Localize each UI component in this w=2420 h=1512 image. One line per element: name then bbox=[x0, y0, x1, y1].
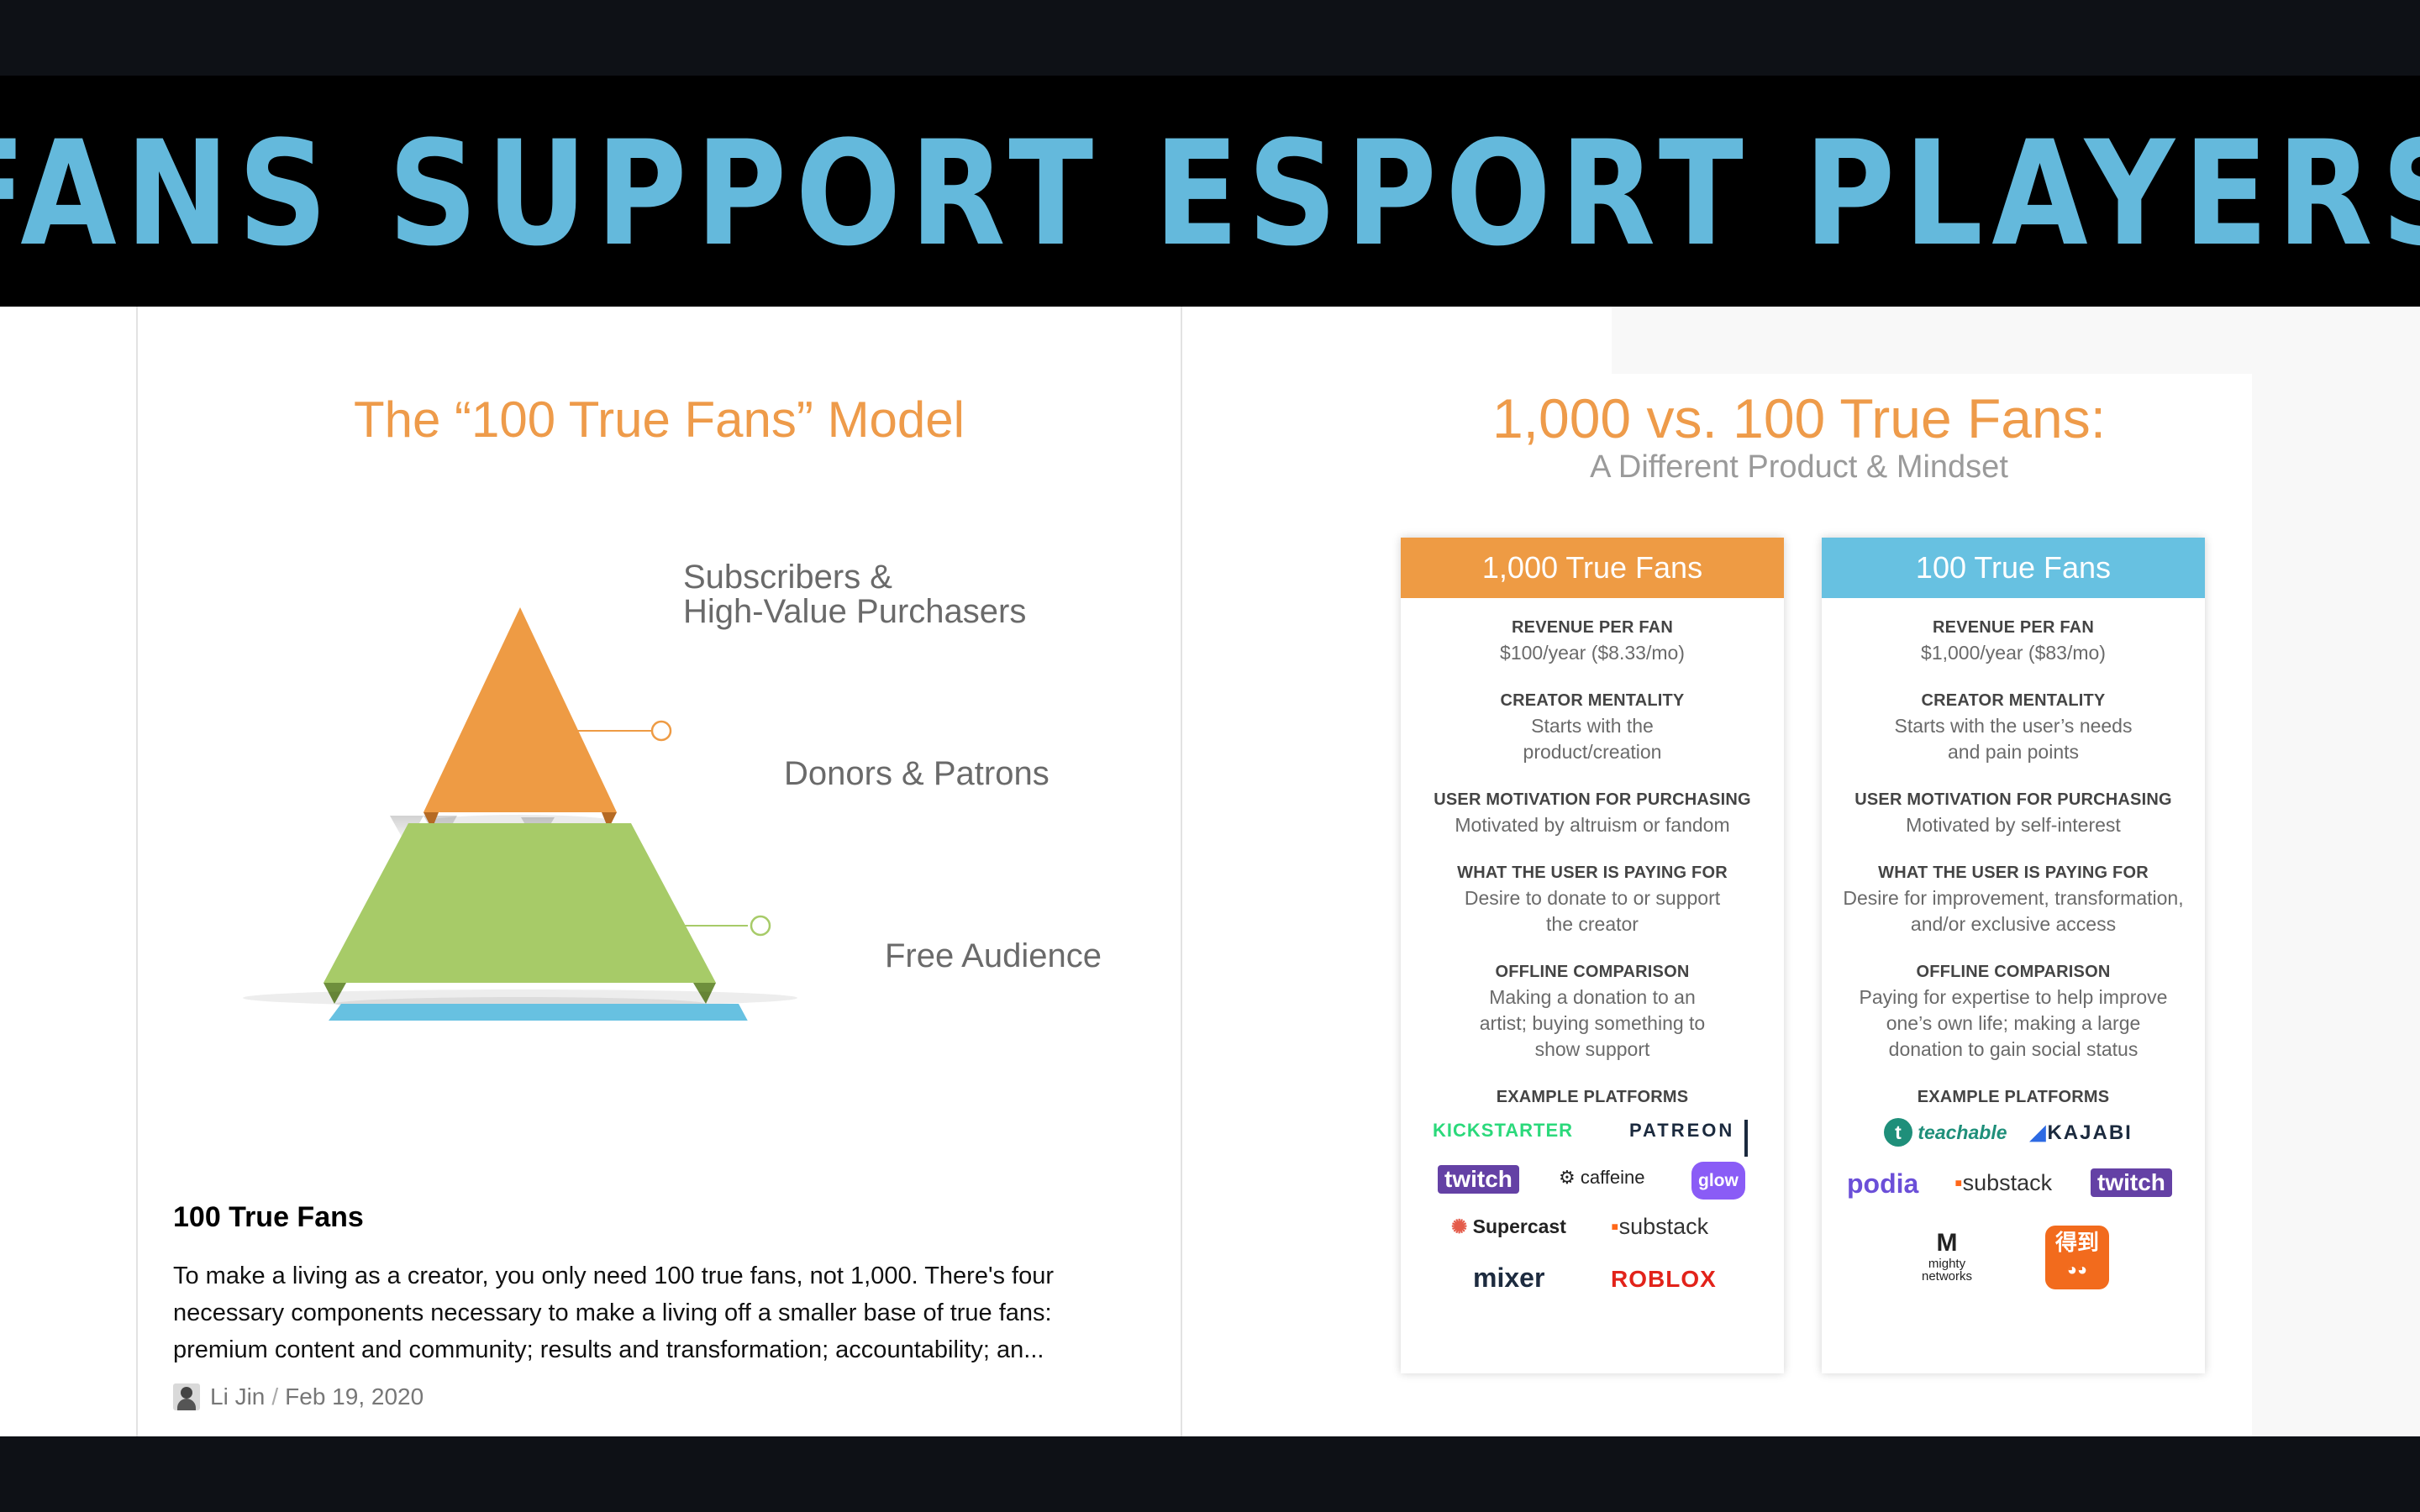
bottom-letterbox-bar bbox=[0, 1436, 2420, 1512]
connector-dot-middle bbox=[750, 915, 771, 937]
pyramid-middle bbox=[324, 823, 716, 983]
publish-date: Feb 19, 2020 bbox=[285, 1383, 424, 1410]
pyramid-label-bottom: Free Audience bbox=[885, 937, 1102, 974]
card-header: 1,000 True Fans bbox=[1401, 538, 1784, 598]
card-header: 100 True Fans bbox=[1822, 538, 2205, 598]
comparison-subtitle: A Different Product & Mindset bbox=[1590, 449, 2008, 485]
author-name[interactable]: Li Jin bbox=[210, 1383, 266, 1410]
article-meta: Li Jin / Feb 19, 2020 bbox=[173, 1383, 424, 1410]
kickstarter-logo: KICKSTARTER bbox=[1433, 1120, 1574, 1141]
title-banner: FANS SUPPORT ESPORT PLAYERS bbox=[0, 76, 2420, 307]
substack-logo: ▪substack bbox=[1611, 1214, 1709, 1239]
mixer-logo: mixer bbox=[1473, 1263, 1545, 1293]
article-description: To make a living as a creator, you only … bbox=[173, 1263, 1055, 1363]
connector-dot-top bbox=[650, 720, 672, 742]
twitch-logo: twitch bbox=[1438, 1165, 1519, 1194]
card-1000-true-fans: 1,000 True Fans REVENUE PER FAN$100/year… bbox=[1401, 538, 1784, 1373]
pyramid-label-middle: Donors & Patrons bbox=[784, 755, 1050, 792]
twitch-logo: twitch bbox=[2091, 1168, 2172, 1197]
card-left-border bbox=[136, 307, 138, 1436]
pyramid-label-top: Subscribers & High-Value Purchasers bbox=[683, 559, 1027, 630]
podia-logo: podia bbox=[1847, 1168, 1919, 1199]
dedao-logo: 得到◕◕ bbox=[2045, 1226, 2109, 1289]
card-section: REVENUE PER FAN$100/year ($8.33/mo) bbox=[1500, 618, 1685, 664]
caffeine-logo: ⚙ caffeine bbox=[1559, 1167, 1645, 1188]
pyramid-shapes bbox=[243, 607, 797, 1021]
platform-logos: KICKSTARTER PATREON twitch ⚙ caffeine gl… bbox=[1401, 1113, 1784, 1306]
top-letterbox-bar bbox=[0, 0, 2420, 76]
meta-separator: / bbox=[271, 1383, 279, 1410]
pyramid-title: The “100 True Fans” Model bbox=[353, 391, 965, 448]
pyramid-top bbox=[424, 607, 617, 812]
kajabi-logo: ◢KAJABI bbox=[2030, 1121, 2133, 1144]
supercast-logo: ✺ Supercast bbox=[1451, 1215, 1566, 1237]
comparison-title: 1,000 vs. 100 True Fans: bbox=[1491, 387, 2107, 449]
platforms-label: EXAMPLE PLATFORMS bbox=[1917, 1088, 2110, 1106]
platforms-label: EXAMPLE PLATFORMS bbox=[1496, 1088, 1689, 1106]
teachable-logo: t teachable bbox=[1884, 1118, 2007, 1147]
substack-logo: ▪substack bbox=[1954, 1170, 2053, 1195]
patreon-logo: PATREON bbox=[1629, 1120, 1749, 1157]
roblox-logo: ROBLOX bbox=[1611, 1266, 1717, 1292]
banner-title: FANS SUPPORT ESPORT PLAYERS bbox=[0, 108, 2420, 278]
card-right-border bbox=[1181, 307, 1182, 1436]
glow-logo: glow bbox=[1691, 1162, 1745, 1200]
article-title[interactable]: 100 True Fans bbox=[173, 1201, 364, 1233]
platform-logos: t teachable ◢KAJABI podia ▪substack twit… bbox=[1822, 1113, 2205, 1306]
content-area: The “100 True Fans” Model bbox=[0, 307, 2420, 1436]
card-100-true-fans: 100 True Fans REVENUE PER FAN$1,000/year… bbox=[1822, 538, 2205, 1373]
author-avatar[interactable] bbox=[173, 1383, 200, 1410]
pyramid-bottom bbox=[329, 1004, 748, 1021]
card-section: REVENUE PER FAN$1,000/year ($83/mo) bbox=[1921, 618, 2106, 664]
